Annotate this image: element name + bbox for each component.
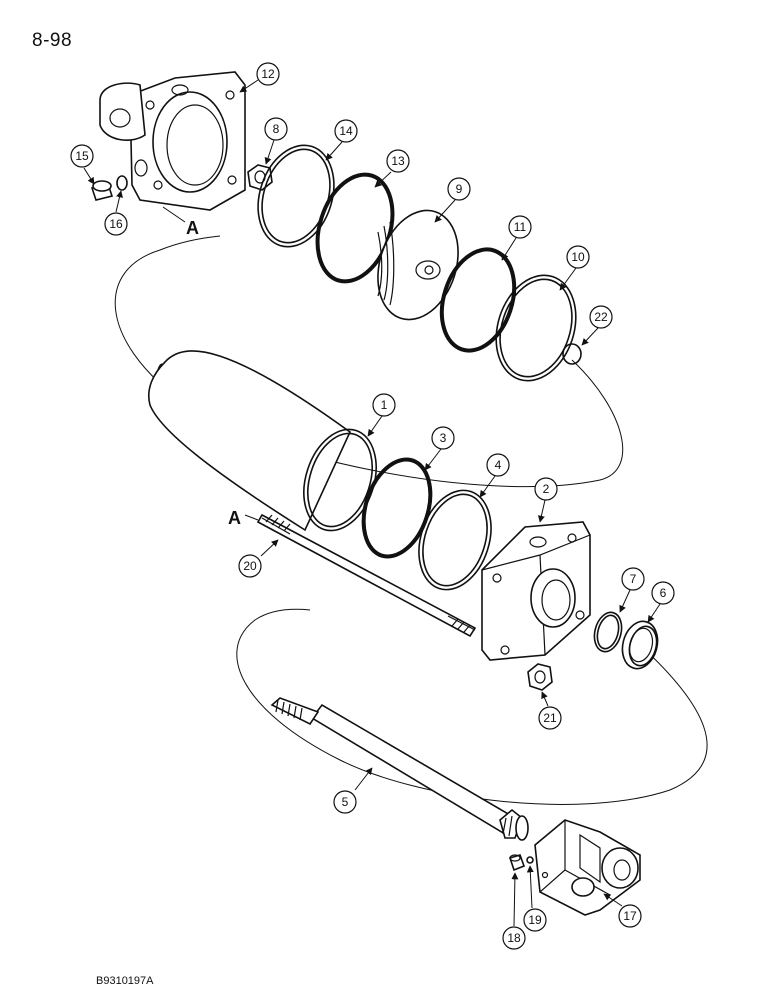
callout-4: 4 [486, 453, 510, 477]
svg-text:4: 4 [495, 458, 502, 472]
svg-text:13: 13 [391, 154, 405, 168]
callout-16: 16 [104, 212, 128, 236]
svg-text:6: 6 [660, 586, 667, 600]
backup-ring-4 [418, 489, 492, 591]
backup-ring-10 [495, 274, 577, 382]
reference-marker-lower: A [228, 508, 241, 528]
callout-7: 7 [621, 567, 645, 591]
piston-9 [377, 209, 459, 321]
svg-text:17: 17 [623, 909, 637, 923]
ball-19 [526, 856, 534, 864]
wiper-ring-7 [593, 611, 623, 653]
figure-code: B9310197A [96, 975, 154, 987]
svg-text:21: 21 [543, 711, 557, 725]
wiper-seal-6 [621, 620, 659, 670]
svg-text:9: 9 [456, 182, 463, 196]
nut-21 [527, 663, 553, 691]
svg-text:1: 1 [381, 398, 388, 412]
callout-9: 9 [447, 177, 471, 201]
end-cap-12 [99, 71, 246, 211]
callout-13: 13 [386, 149, 410, 173]
callout-2: 2 [534, 477, 558, 501]
callout-22: 22 [589, 305, 613, 329]
reference-marker-upper: A [186, 218, 199, 238]
callout-15: 15 [70, 144, 94, 168]
reference-marker-upper-leader [162, 206, 186, 223]
end-cap-2 [481, 521, 591, 661]
callout-6: 6 [651, 581, 675, 605]
svg-text:11: 11 [514, 220, 527, 234]
grease-fitting-18 [508, 854, 526, 872]
o-ring-16 [116, 175, 128, 191]
svg-text:14: 14 [339, 124, 353, 138]
callout-11: 11 [508, 215, 532, 239]
callout-8: 8 [264, 117, 288, 141]
svg-text:19: 19 [528, 913, 542, 927]
svg-text:20: 20 [243, 559, 257, 573]
svg-text:22: 22 [594, 310, 608, 324]
page-number: 8-98 [32, 30, 73, 51]
callout-21: 21 [538, 706, 562, 730]
svg-text:8: 8 [273, 122, 280, 136]
clevis-17 [534, 819, 641, 916]
o-ring-11 [439, 247, 517, 353]
o-ring-22 [562, 343, 582, 365]
callout-14: 14 [334, 119, 358, 143]
callout-18: 18 [502, 926, 526, 950]
svg-text:3: 3 [440, 431, 447, 445]
piston-rod-5 [270, 697, 529, 841]
plug-15 [90, 180, 114, 201]
callout-12: 12 [256, 62, 280, 86]
tie-rod-20 [256, 513, 477, 638]
callout-20: 20 [238, 554, 262, 578]
leader-lines [83, 79, 661, 927]
callout-17: 17 [618, 904, 642, 928]
svg-text:15: 15 [75, 149, 89, 163]
svg-text:12: 12 [261, 67, 275, 81]
callout-10: 10 [566, 245, 590, 269]
o-ring-3 [361, 457, 433, 559]
reference-marker-lower-leader [244, 514, 259, 521]
svg-text:5: 5 [342, 795, 349, 809]
lower-assembly-outline [236, 608, 708, 805]
svg-text:18: 18 [507, 931, 521, 945]
callout-5: 5 [333, 790, 357, 814]
svg-text:7: 7 [630, 572, 637, 586]
svg-text:2: 2 [543, 482, 550, 496]
cylinder-barrel-1 [148, 350, 377, 532]
svg-text:10: 10 [571, 250, 585, 264]
callout-19: 19 [523, 908, 547, 932]
callout-1: 1 [372, 393, 396, 417]
svg-text:16: 16 [109, 217, 123, 231]
callout-3: 3 [431, 426, 455, 450]
